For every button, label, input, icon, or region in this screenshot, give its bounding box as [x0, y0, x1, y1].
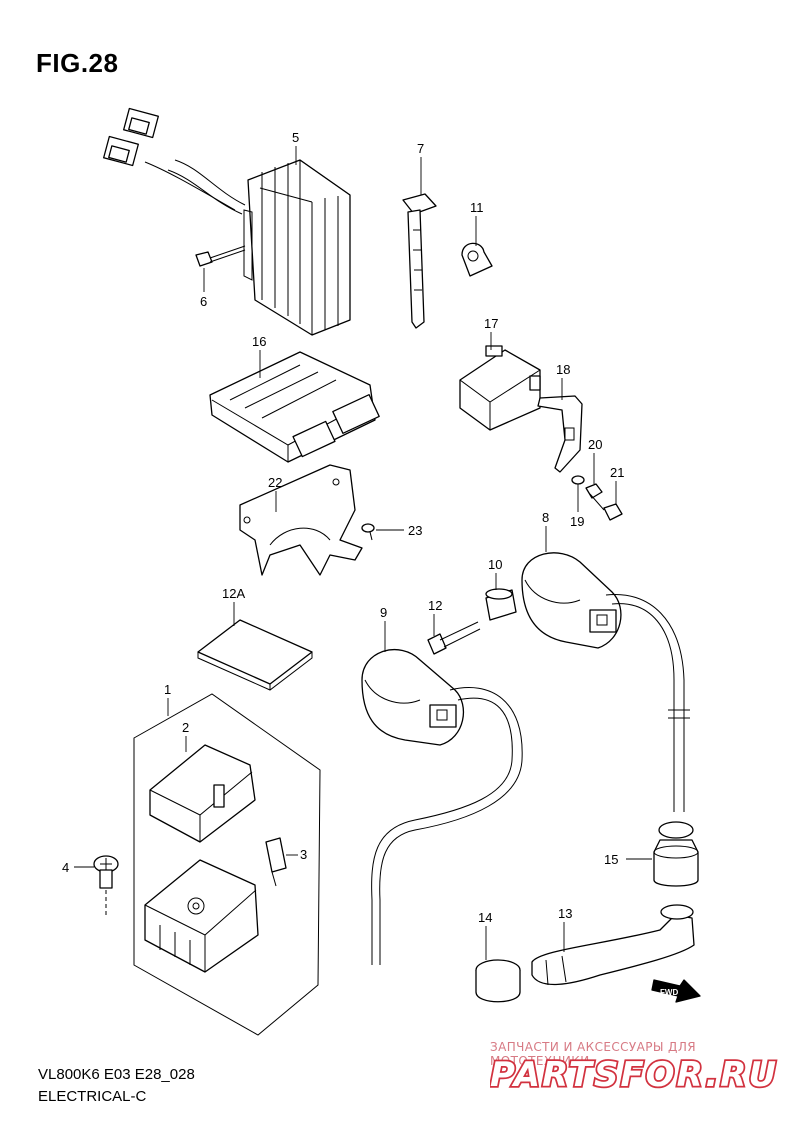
label-6: 6: [200, 294, 207, 309]
ecm-unit-16[interactable]: [209, 351, 380, 463]
label-11: 11: [470, 200, 484, 215]
label-19: 19: [570, 514, 584, 529]
label-1: 1: [164, 682, 171, 697]
label-3: 3: [300, 847, 307, 862]
label-12: 12: [428, 598, 442, 613]
pad-12a[interactable]: [197, 619, 313, 691]
label-9: 9: [380, 605, 387, 620]
label-17: 17: [484, 316, 498, 331]
fuse-3[interactable]: [265, 837, 287, 887]
screw-23[interactable]: [361, 523, 375, 541]
label-21: 21: [610, 465, 624, 480]
label-7: 7: [417, 141, 424, 156]
forward-direction-arrow: FWD: [651, 979, 701, 1003]
label-23: 23: [408, 523, 422, 538]
watermark-logo: PARTSFOR.RU: [490, 1054, 778, 1094]
label-13: 13: [558, 906, 572, 921]
label-15: 15: [604, 852, 618, 867]
fusebox-base[interactable]: [144, 859, 259, 973]
spark-plug-cap-13[interactable]: [531, 904, 695, 986]
label-18: 18: [556, 362, 570, 377]
label-14: 14: [478, 910, 492, 925]
label-2: 2: [182, 720, 189, 735]
screw-4[interactable]: [93, 855, 119, 915]
label-12a: 12A: [222, 586, 245, 601]
nut-20[interactable]: [585, 483, 603, 499]
label-16: 16: [252, 334, 266, 349]
fusebox-assembly-outline-1: [133, 693, 321, 1036]
model-code: VL800K6 E03 E28_028: [38, 1066, 195, 1083]
relay-17[interactable]: [459, 345, 541, 431]
bolt-12[interactable]: [427, 621, 481, 655]
ecm-bracket-22[interactable]: [239, 464, 363, 576]
ignition-coil-9[interactable]: [361, 649, 523, 965]
fwd-label: FWD: [660, 988, 678, 997]
label-20: 20: [588, 437, 602, 452]
label-5: 5: [292, 130, 299, 145]
relay-bracket-18[interactable]: [537, 395, 583, 473]
clamp-11[interactable]: [461, 242, 493, 277]
section-name: ELECTRICAL-C: [38, 1088, 147, 1105]
fusebox-cover-2[interactable]: [149, 744, 256, 843]
label-4: 4: [62, 860, 69, 875]
label-8: 8: [542, 510, 549, 525]
watermark-tagline: ЗАПЧАСТИ И АКСЕССУАРЫ ДЛЯ МОТОТЕХНИКИ: [490, 1040, 696, 1068]
watermark-logo-text: PARTSFOR.RU: [490, 1055, 778, 1094]
regulator-rectifier[interactable]: [103, 107, 351, 336]
label-22: 22: [268, 475, 282, 490]
washer-19[interactable]: [571, 475, 585, 485]
ignition-coil-8[interactable]: [521, 552, 690, 812]
bolt-21[interactable]: [589, 493, 623, 521]
plug-cap-boot-15[interactable]: [653, 821, 699, 887]
figure-title: FIG.28: [36, 48, 119, 78]
label-10: 10: [488, 557, 502, 572]
bolt-6[interactable]: [195, 245, 246, 267]
cable-tie-7[interactable]: [402, 193, 437, 329]
seal-ring-14[interactable]: [475, 959, 521, 1003]
spacer-10[interactable]: [485, 588, 517, 621]
